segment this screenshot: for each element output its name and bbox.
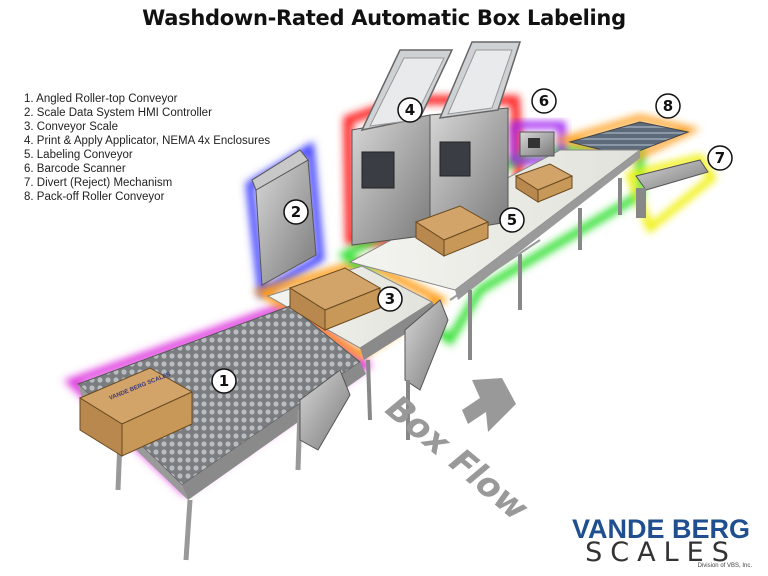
callout-2: 2 — [283, 199, 309, 225]
legend-item-6: 6. Barcode Scanner — [24, 163, 126, 175]
callout-6: 6 — [531, 88, 557, 114]
legend-item-7: 7. Divert (Reject) Mechanism — [24, 177, 173, 189]
callout-1: 1 — [211, 368, 237, 394]
logo-brand-line1: VANDE BERG — [571, 514, 751, 544]
callout-8: 8 — [655, 93, 681, 119]
callout-4: 4 — [397, 97, 423, 123]
legend-item-5: 5. Labeling Conveyor — [24, 149, 133, 161]
page-title: Washdown-Rated Automatic Box Labeling — [142, 6, 626, 30]
box-flow-label: Box Flow — [375, 390, 538, 527]
callout-8-label: 8 — [663, 97, 673, 115]
legend-item-3: 3. Conveyor Scale — [24, 121, 118, 133]
legend-item-1: 1. Angled Roller-top Conveyor — [24, 93, 178, 105]
callout-7-label: 7 — [715, 149, 725, 167]
callout-7: 7 — [707, 145, 733, 171]
callout-5-label: 5 — [507, 211, 517, 229]
print-apply-enclosures — [351, 41, 522, 246]
boxes: VANDE BERG SCALES — [78, 163, 574, 457]
callout-1-label: 1 — [219, 372, 229, 390]
callout-2-label: 2 — [291, 203, 301, 221]
hmi-controller — [251, 149, 317, 286]
callout-3-label: 3 — [385, 290, 395, 308]
zone6-glow — [510, 121, 566, 165]
divert-mechanism — [635, 159, 709, 218]
legend-item-8: 8. Pack-off Roller Conveyor — [24, 191, 165, 203]
legend-item-2: 2. Scale Data System HMI Controller — [24, 107, 212, 119]
callout-5: 5 — [499, 207, 525, 233]
legend-list: 1. Angled Roller-top Conveyor 2. Scale D… — [24, 92, 270, 204]
callouts: 1 2 3 4 5 6 7 — [211, 88, 733, 394]
logo-subtitle: Division of VBS, Inc. — [697, 563, 752, 569]
callout-6-label: 6 — [539, 92, 549, 110]
callout-4-label: 4 — [405, 101, 415, 119]
logo-brand-line2: SCALES — [585, 537, 737, 568]
barcode-scanner — [519, 131, 555, 157]
box-flow-indicator: Box Flow — [375, 378, 538, 527]
callout-3: 3 — [377, 286, 403, 312]
legend-item-4: 4. Print & Apply Applicator, NEMA 4x Enc… — [24, 135, 271, 147]
